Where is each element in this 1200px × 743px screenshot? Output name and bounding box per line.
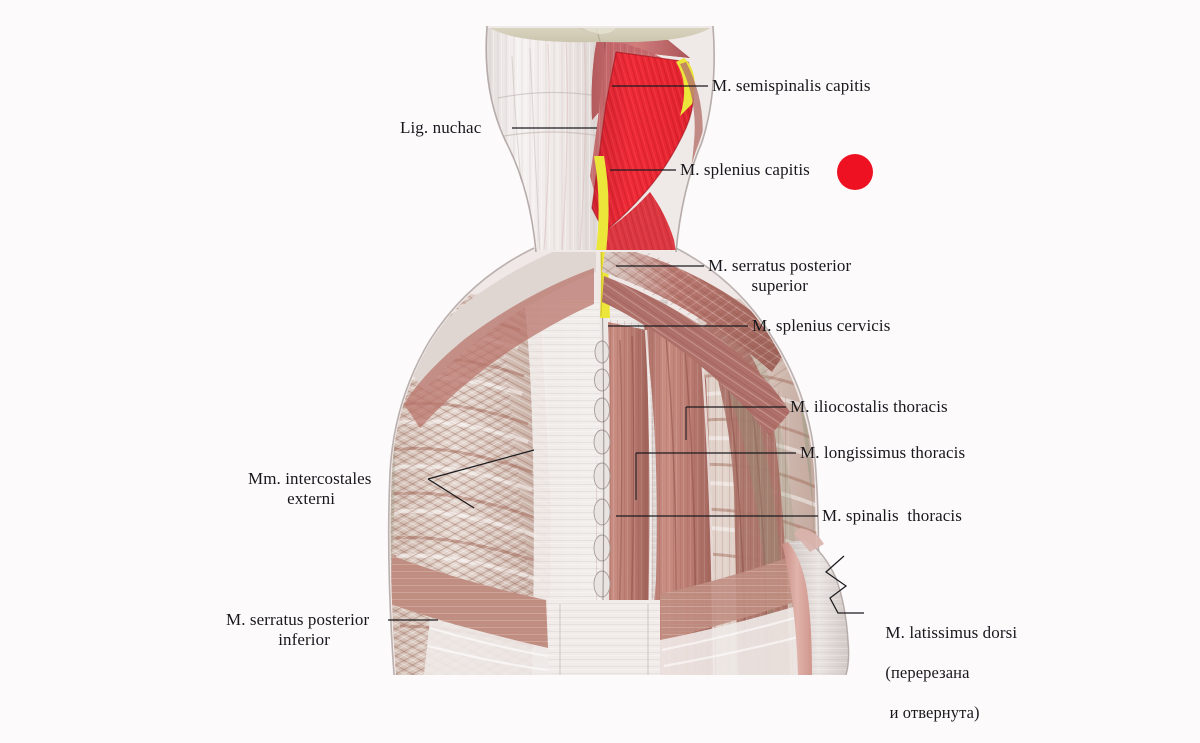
label-lig-nuchae: Lig. nuchac — [400, 118, 482, 137]
neck-group — [485, 25, 715, 253]
leader-latissimus-dorsi — [824, 555, 864, 614]
back-muscles-illustration — [387, 25, 864, 675]
label-semispinalis-capitis: M. semispinalis capitis — [712, 76, 871, 95]
red-dot-marker[interactable] — [837, 154, 873, 190]
label-latissimus-dorsi-main: M. latissimus dorsi — [885, 623, 1018, 643]
left-upper-fascia-band — [404, 250, 794, 428]
semispinalis-capitis-muscle — [591, 30, 690, 120]
nuchal-yellow-band-lower — [594, 156, 609, 250]
label-serratus-posterior-inferior: M. serratus posterior inferior — [226, 610, 370, 650]
label-splenius-capitis: M. splenius capitis — [680, 160, 810, 179]
anatomical-figure-stage: M. semispinalis capitis Lig. nuchac M. s… — [226, 25, 1018, 723]
label-spinalis-thoracis: M. spinalis thoracis — [822, 506, 962, 525]
occipital-bone-cut-edge — [487, 28, 713, 43]
label-latissimus-dorsi-note-1: (перерезана — [885, 663, 970, 683]
neck-lateral-muscle — [676, 62, 703, 250]
serratus-posterior-inferior-muscle — [390, 548, 817, 675]
label-longissimus-thoracis: M. longissimus thoracis — [800, 443, 966, 462]
neck-outline-right — [675, 25, 715, 253]
label-serratus-posterior-superior: M. serratus posterior superior — [708, 256, 852, 296]
label-intercostales-externi: Mm. intercostales externi — [248, 469, 372, 509]
neck-outline-left — [485, 25, 537, 253]
latissimus-cut-edge — [782, 542, 812, 675]
latissimus-dorsi-reflected-flap — [782, 528, 850, 675]
splenius-cervicis-muscle — [602, 276, 790, 436]
label-latissimus-dorsi: M. latissimus dorsi (перерезана и отверн… — [868, 603, 1017, 743]
leader-intercostales-upper — [427, 449, 535, 480]
latissimus-flap-tip — [794, 528, 824, 552]
torso-outline-left — [387, 247, 535, 675]
leader-lines-group — [388, 85, 864, 621]
label-iliocostalis-thoracis: M. iliocostalis thoracis — [790, 397, 948, 416]
leader-intercostales-lower — [427, 478, 475, 509]
label-latissimus-dorsi-note-2: и отвернута) — [885, 703, 980, 723]
label-splenius-cervicis: M. splenius cervicis — [752, 316, 891, 335]
